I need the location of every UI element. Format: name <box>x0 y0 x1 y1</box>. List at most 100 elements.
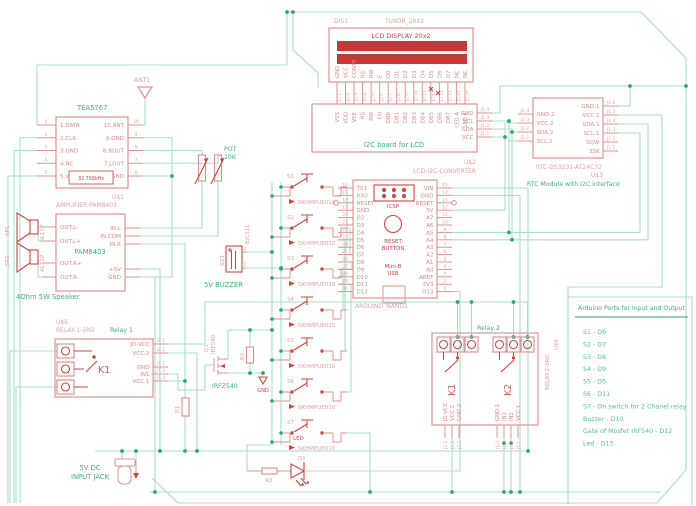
pot-label: POT <box>224 146 237 153</box>
switch-contact <box>320 226 324 230</box>
lcd-pin-name: D0 <box>386 70 392 78</box>
buzzer-pin1: 1 <box>244 262 247 268</box>
switch-junction <box>270 440 274 444</box>
pot2-body <box>213 154 223 182</box>
jack-barrel-icon <box>117 465 132 485</box>
switch-pointer-icon <box>289 322 295 327</box>
amp-pin-name: IN.R <box>110 242 122 248</box>
switch-leads <box>272 227 347 238</box>
ports-list-item: S3 - D8 <box>583 354 606 361</box>
icsp-pin-icon <box>391 193 397 199</box>
relay2-screw-icon <box>494 339 505 350</box>
switch-pointer-icon <box>289 363 295 368</box>
speaker2-cone-icon <box>16 242 31 274</box>
switch-contact <box>290 226 294 230</box>
nano-pin-name: A0 <box>426 267 434 273</box>
relay2-pin-name: IN2 <box>509 412 515 421</box>
relay2-pin-name: VCC.1 <box>516 405 522 421</box>
reset-button-icon <box>383 214 403 234</box>
speaker-2: SP2 AL11P <box>5 242 46 274</box>
lcd-pin-num: J2.14 <box>447 90 452 102</box>
nano-pin-num: 4 <box>444 264 447 270</box>
i2c-pin-name: SCL <box>463 119 474 125</box>
pot-wiper-arrows <box>194 157 225 185</box>
lcd-pin-name: GND <box>335 66 341 78</box>
nano-pin-name: D9 <box>357 267 365 273</box>
nano-left-pins: 16 TX1 17 RX0 18 RESET 19 GND 20 D2 21 <box>338 183 375 296</box>
relay1-pin-name: VCC.1 <box>133 379 150 385</box>
i2c-pin-name: VSS <box>335 111 341 122</box>
lcd-pin-num: J2.5 <box>371 93 376 102</box>
amp-right-pins-a: IN.L IN.COM IN.R <box>100 226 140 248</box>
junction-dots <box>120 10 688 494</box>
amp-chip: PAM8403 <box>74 248 105 256</box>
mosfet-refdes: Q1 <box>204 344 210 352</box>
rtc-pin-name: GND.2 <box>537 112 555 118</box>
jack-caption-1: 5V DC <box>79 464 100 472</box>
i2c-refdes: U$2 <box>464 159 476 166</box>
i2c-part: LCD-I2C-CONVERTER <box>413 168 476 175</box>
relay1-outline <box>54 338 154 398</box>
buzzer-outline <box>225 245 243 273</box>
nano-pin-num: 23 <box>342 234 348 240</box>
i2c-top-pins: VSS VDD VEE RS RW EN DB0 DB1 DB2 DB3 DB4 <box>335 111 469 127</box>
i2c-pin-name: DB2 <box>403 112 409 123</box>
rtc-pin-name: SCL.2 <box>537 139 553 145</box>
switch-contact <box>290 431 294 435</box>
relay1-terminal <box>56 379 75 395</box>
nano-pin-num: 21 <box>342 220 348 226</box>
i2c-pin-name: DB0 <box>386 111 392 123</box>
amp-pin-name: IN.L <box>110 226 122 232</box>
tea-pin-num: 3 <box>45 145 48 151</box>
buzzer-part: B/C11L <box>245 224 251 244</box>
amp-outline <box>55 213 126 292</box>
relay2-pin-num: J2.1 <box>443 441 448 450</box>
lcd-pin-num: J2.10 <box>413 90 418 102</box>
relay2-pin-num: J1.2 <box>509 441 514 450</box>
nano-pin-name: A1 <box>426 260 434 266</box>
relay1-pin-num: J1.3 <box>156 375 166 381</box>
rtc-pin-num: J2.2 <box>520 126 530 132</box>
lcd-pin-num: J2.15 <box>456 90 461 102</box>
switch-contact <box>290 308 294 312</box>
relay2-screw-icon <box>508 339 519 350</box>
nano-pin-name: A4 <box>426 238 434 244</box>
switch-contact <box>290 390 294 394</box>
nano-pin-name: TX1 <box>356 186 368 192</box>
rtc-module: GND.2 J2.4 VCC.2 J2.3 SDA.2 J2.2 SCL.2 J… <box>518 97 620 188</box>
switch-pointer-icon <box>289 240 295 245</box>
nano-pin-name: D13 <box>422 290 434 296</box>
icsp-label: ICSP <box>387 204 400 210</box>
relay1-screw-icon <box>60 364 71 374</box>
switch-contact <box>290 267 294 271</box>
lcd-pin-name: D6 <box>437 70 443 78</box>
no-connect-marks <box>428 86 441 96</box>
pot1-body <box>197 154 207 182</box>
relay2-part: RELAY-2-5RD <box>545 354 551 390</box>
nano-pin-num: 11 <box>442 212 448 218</box>
volume-pot: POT 10K <box>194 146 237 185</box>
nano-pin-num: 28 <box>342 271 348 277</box>
switch-leads <box>272 309 347 320</box>
rtc-pin-name: SDA.2 <box>537 130 554 136</box>
switch-contact <box>320 308 324 312</box>
nano-pin-name: D3 <box>357 223 365 229</box>
ports-list-item: S5 - D5 <box>583 379 606 386</box>
amp-left-pins-b: OUT.R+ OUT.R- <box>42 261 82 281</box>
arduino-nano: 16 TX1 17 RX0 18 RESET 19 GND 20 D2 21 <box>333 179 457 310</box>
tea-pin-num: 8 <box>135 145 138 151</box>
amplifier: U$1 AMPLIFIER-PAM8403 PAM8403 OUT.L- OUT… <box>5 194 140 301</box>
lcd-display: DIS1 TUXOR_20X2 LCD DISPLAY 20x2 GND J2.… <box>328 18 474 104</box>
rtc-pin-name: SQW <box>586 140 600 146</box>
nano-pin-name: GND <box>421 193 434 199</box>
i2c-pin-name: DB6 <box>437 111 443 123</box>
speaker1-box <box>29 219 39 235</box>
lcd-pin-name: D4 <box>420 70 426 78</box>
switch-refdes: S2 <box>287 215 294 221</box>
buzzer-plates-icon <box>228 248 237 269</box>
tea-pin-num: 6 <box>135 170 138 176</box>
switch-junction <box>270 276 274 280</box>
lcd-pin-name: RS <box>361 70 367 78</box>
ports-title: Arduino Ports for Input and Output <box>578 305 686 312</box>
led-diode-icon <box>290 462 306 480</box>
